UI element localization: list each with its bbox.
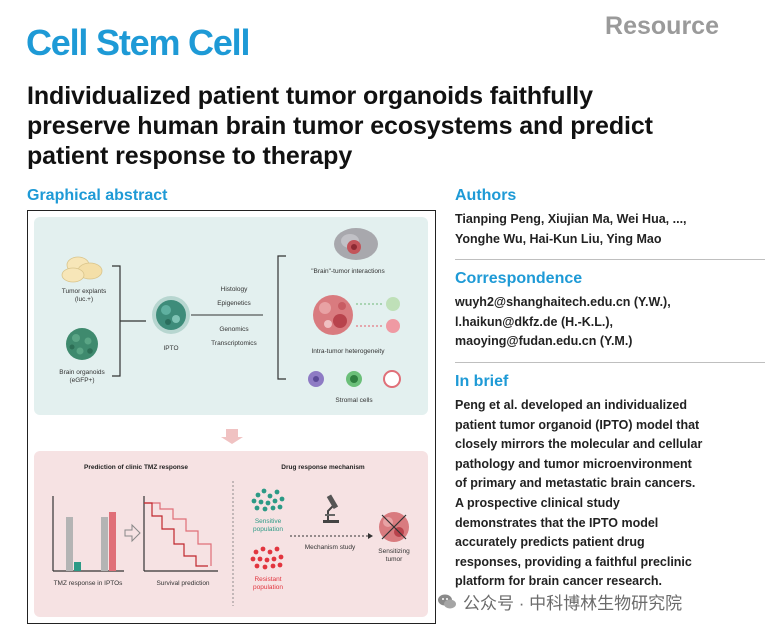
section-divider: [455, 361, 765, 363]
journal-name: Cell Stem Cell: [26, 22, 250, 63]
in-brief-line: patient tumor organoid (IPTO) model that: [455, 417, 700, 432]
bar-treated-2: [109, 512, 116, 571]
explants-label-2: (luc.+): [75, 296, 93, 303]
sensitizing-label-1: Sensitizing: [378, 548, 410, 555]
email-link[interactable]: wuyh2@shanghaitech.edu.cn (Y.W.),: [455, 295, 671, 310]
mechanism-label: Mechanism study: [305, 544, 356, 551]
bar-untreated-1: [66, 517, 73, 571]
profile-histology: Histology: [221, 286, 248, 293]
graphical-abstract-figure: Tumor explants (luc.+) Brain organoids (…: [27, 210, 436, 624]
tumor-mass-icon: [313, 295, 353, 335]
wechat-icon: [438, 594, 456, 608]
survival-label: Survival prediction: [156, 580, 209, 587]
watermark-text: 公众号 · 中科博林生物研究院: [463, 594, 683, 613]
tmz-chart-label: TMZ response in IPTOs: [54, 580, 124, 587]
correspondence-heading: Correspondence: [455, 270, 583, 288]
title-line: patient response to therapy: [27, 142, 353, 170]
in-brief-line: closely mirrors the molecular and cellul…: [455, 437, 703, 452]
title-line: preserve human brain tumor ecosystems an…: [27, 112, 653, 140]
profile-genomics: Genomics: [219, 326, 249, 333]
microscope-icon: [323, 494, 339, 523]
drug-mechanism-title: Drug response mechanism: [281, 464, 365, 471]
sensitive-label-1: Sensitive: [255, 518, 282, 525]
correspondence-list: wuyh2@shanghaitech.edu.cn (Y.W.), l.haik…: [455, 293, 765, 352]
authors-line: Tianping Peng, Xiujian Ma, Wei Hua, ...,: [455, 212, 687, 226]
article-type-badge: Resource: [605, 12, 719, 40]
tumor-explants-icon: [61, 256, 103, 283]
article-title: Individualized patient tumor organoids f…: [27, 81, 747, 171]
sidebar-info: Authors Tianping Peng, Xiujian Ma, Wei H…: [455, 187, 765, 592]
in-brief-line: platform for brain cancer research.: [455, 574, 663, 589]
authors-section: Authors Tianping Peng, Xiujian Ma, Wei H…: [455, 187, 765, 249]
email-link[interactable]: l.haikun@dkfz.de (H.-K.L.),: [455, 314, 614, 329]
top-panel: [34, 217, 428, 415]
sensitizing-tumor-icon: [379, 512, 409, 542]
sensitive-label-2: population: [253, 526, 283, 533]
in-brief-line: of primary and metastatic brain cancers.: [455, 476, 696, 491]
authors-heading: Authors: [455, 187, 517, 204]
authors-line: Yonghe Wu, Hai-Kun Liu, Ying Mao: [455, 231, 662, 246]
email-link[interactable]: maoying@fudan.edu.cn (Y.M.): [455, 334, 633, 349]
survival-curve-resistant: [144, 502, 208, 567]
left-bracket: [112, 265, 146, 377]
resistant-population-icon: [250, 546, 284, 570]
in-brief-line: pathology and tumor microenvironment: [455, 456, 692, 471]
in-brief-line: demonstrates that the IPTO model: [455, 515, 659, 530]
ipto-icon: [152, 296, 190, 334]
explants-label-1: Tumor explants: [62, 288, 107, 295]
section-divider: [455, 259, 765, 261]
organoids-label-1: Brain organoids: [59, 369, 105, 376]
right-arrow-icon: [124, 523, 141, 543]
organoids-label-2: (eGFP+): [69, 377, 94, 384]
sensitive-population-icon: [251, 488, 285, 512]
interactions-label: "Brain"-tumor interactions: [311, 268, 385, 275]
resistant-label-2: population: [253, 584, 283, 591]
stromal-label: Stromal cells: [335, 397, 373, 404]
tmz-bar-chart: [52, 496, 124, 572]
brain-organoid-icon: [66, 328, 98, 360]
profile-transcriptomics: Transcriptomics: [211, 340, 257, 347]
profile-epigenetics: Epigenetics: [217, 300, 251, 307]
bottom-panel: [34, 451, 428, 617]
in-brief-text: Peng et al. developed an individualized …: [455, 396, 765, 592]
right-bracket: [277, 255, 286, 380]
title-line: Individualized patient tumor organoids f…: [27, 82, 593, 110]
down-arrow-icon: [221, 429, 243, 444]
watermark: 公众号 · 中科博林生物研究院: [437, 589, 682, 614]
stromal-cells-icon: [308, 370, 401, 388]
in-brief-line: Peng et al. developed an individualized: [455, 397, 687, 412]
survival-curve-sensitive: [144, 502, 212, 566]
cell-cluster-icon: [386, 297, 400, 333]
authors-list: Tianping Peng, Xiujian Ma, Wei Hua, ...,…: [455, 210, 765, 249]
in-brief-line: A prospective clinical study: [455, 495, 620, 510]
ipto-label: IPTO: [163, 345, 178, 352]
arrowhead-icon: [368, 533, 373, 539]
graphical-abstract-heading: Graphical abstract: [27, 187, 168, 204]
sensitizing-label-2: tumor: [386, 556, 403, 563]
resistant-label-1: Resistant: [254, 576, 281, 583]
brain-icon: [334, 228, 378, 260]
survival-curve-chart: [143, 496, 218, 572]
in-brief-heading: In brief: [455, 372, 509, 390]
bar-treated-1: [74, 562, 81, 571]
tmz-prediction-title: Prediction of clinic TMZ response: [84, 464, 188, 471]
heterogeneity-label: Intra-tumor heterogeneity: [312, 348, 386, 355]
in-brief-line: responses, providing a faithful preclini…: [455, 554, 692, 569]
correspondence-section: Correspondence wuyh2@shanghaitech.edu.cn…: [455, 270, 765, 352]
in-brief-section: In brief Peng et al. developed an indivi…: [455, 373, 765, 592]
bar-untreated-2: [101, 517, 108, 571]
in-brief-line: accurately predicts patient drug: [455, 535, 645, 550]
